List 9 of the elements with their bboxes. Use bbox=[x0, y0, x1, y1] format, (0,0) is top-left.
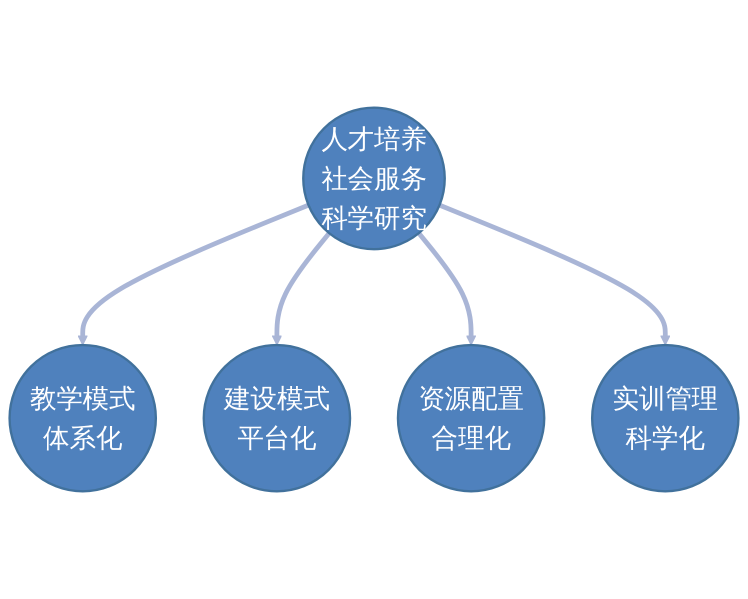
arrow bbox=[416, 232, 476, 346]
node-circle: 建设模式平台化 bbox=[202, 344, 352, 492]
node-circle: 实训管理科学化 bbox=[590, 344, 740, 492]
node-circle: 教学模式体系化 bbox=[8, 344, 158, 492]
node-circle: 资源配置合理化 bbox=[396, 344, 546, 492]
arrow bbox=[272, 232, 332, 346]
node-circle: 人才培养 社会服务 科学研究 bbox=[302, 106, 446, 250]
arrow bbox=[438, 202, 671, 346]
arrow bbox=[77, 202, 310, 346]
